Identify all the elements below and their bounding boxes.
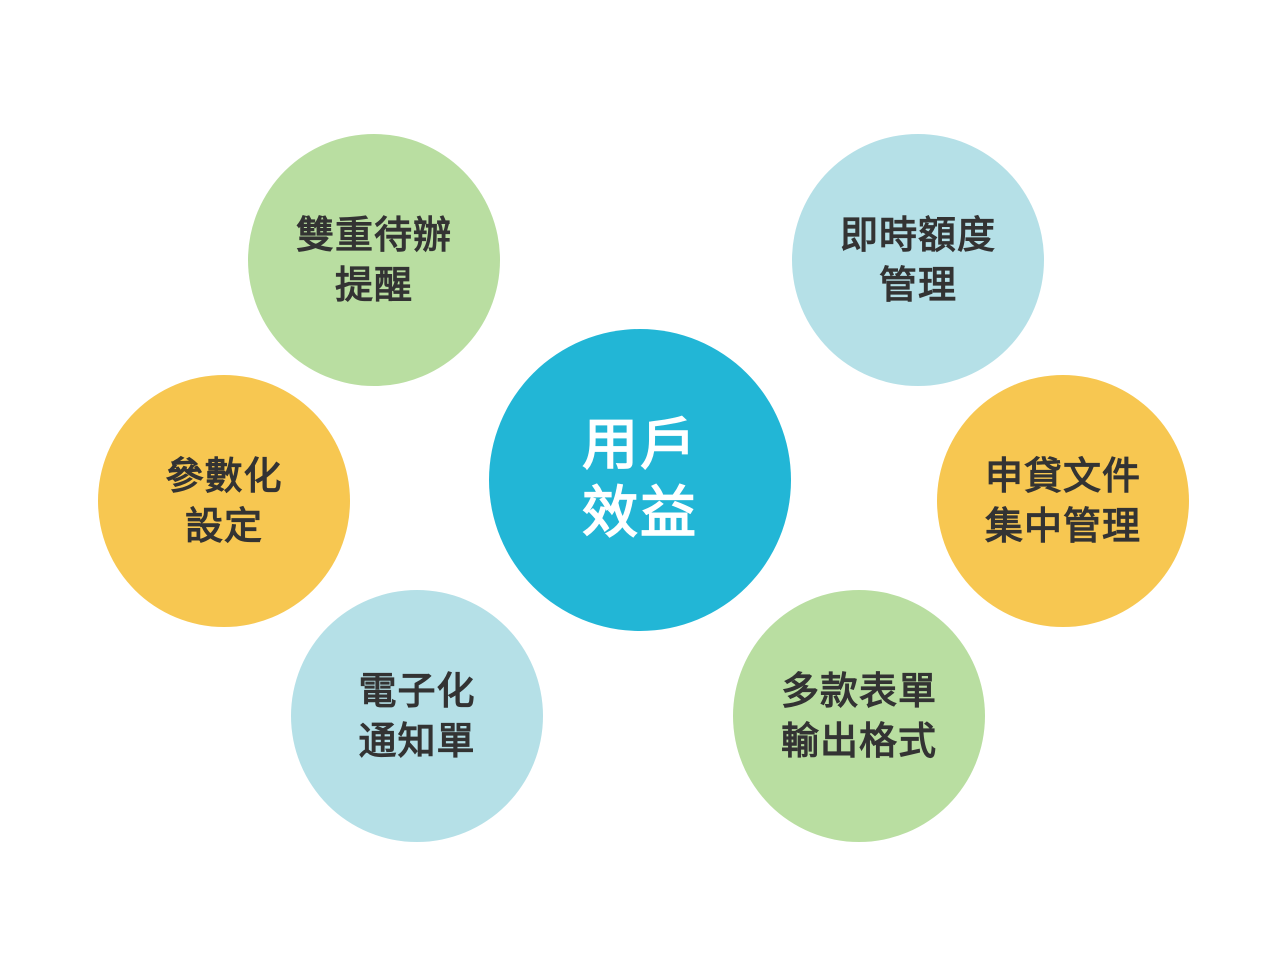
benefit-circle-electronic-notice: 電子化 通知單 <box>291 590 543 842</box>
center-label-line1: 用戶 <box>582 413 698 478</box>
benefit-label-line1: 雙重待辦 <box>295 213 452 257</box>
benefit-circle-dual-todo-reminder: 雙重待辦 提醒 <box>248 134 500 386</box>
benefit-label-line1: 即時額度 <box>839 213 996 257</box>
benefit-circle-multiple-form-output-formats: 多款表單 輸出格式 <box>733 590 985 842</box>
benefit-label-line2: 集中管理 <box>984 504 1141 548</box>
benefit-label-line2: 通知單 <box>358 719 476 763</box>
center-label-line2: 效益 <box>582 481 698 546</box>
benefit-label-line2: 輸出格式 <box>780 719 937 763</box>
benefit-label-line2: 提醒 <box>334 263 413 307</box>
center-circle-user-benefits: 用戶 效益 <box>489 329 791 631</box>
benefit-label-line2: 設定 <box>184 504 263 548</box>
benefit-label-line1: 電子化 <box>358 669 476 713</box>
benefit-circle-parameterized-settings: 參數化 設定 <box>98 375 350 627</box>
benefit-circle-centralized-loan-documents: 申貸文件 集中管理 <box>937 375 1189 627</box>
benefit-label-line2: 管理 <box>878 263 957 307</box>
benefit-circle-realtime-limit-management: 即時額度 管理 <box>792 134 1044 386</box>
benefit-label-line1: 多款表單 <box>780 669 937 713</box>
benefit-label-line1: 參數化 <box>165 454 283 498</box>
benefit-label-line1: 申貸文件 <box>984 454 1141 498</box>
